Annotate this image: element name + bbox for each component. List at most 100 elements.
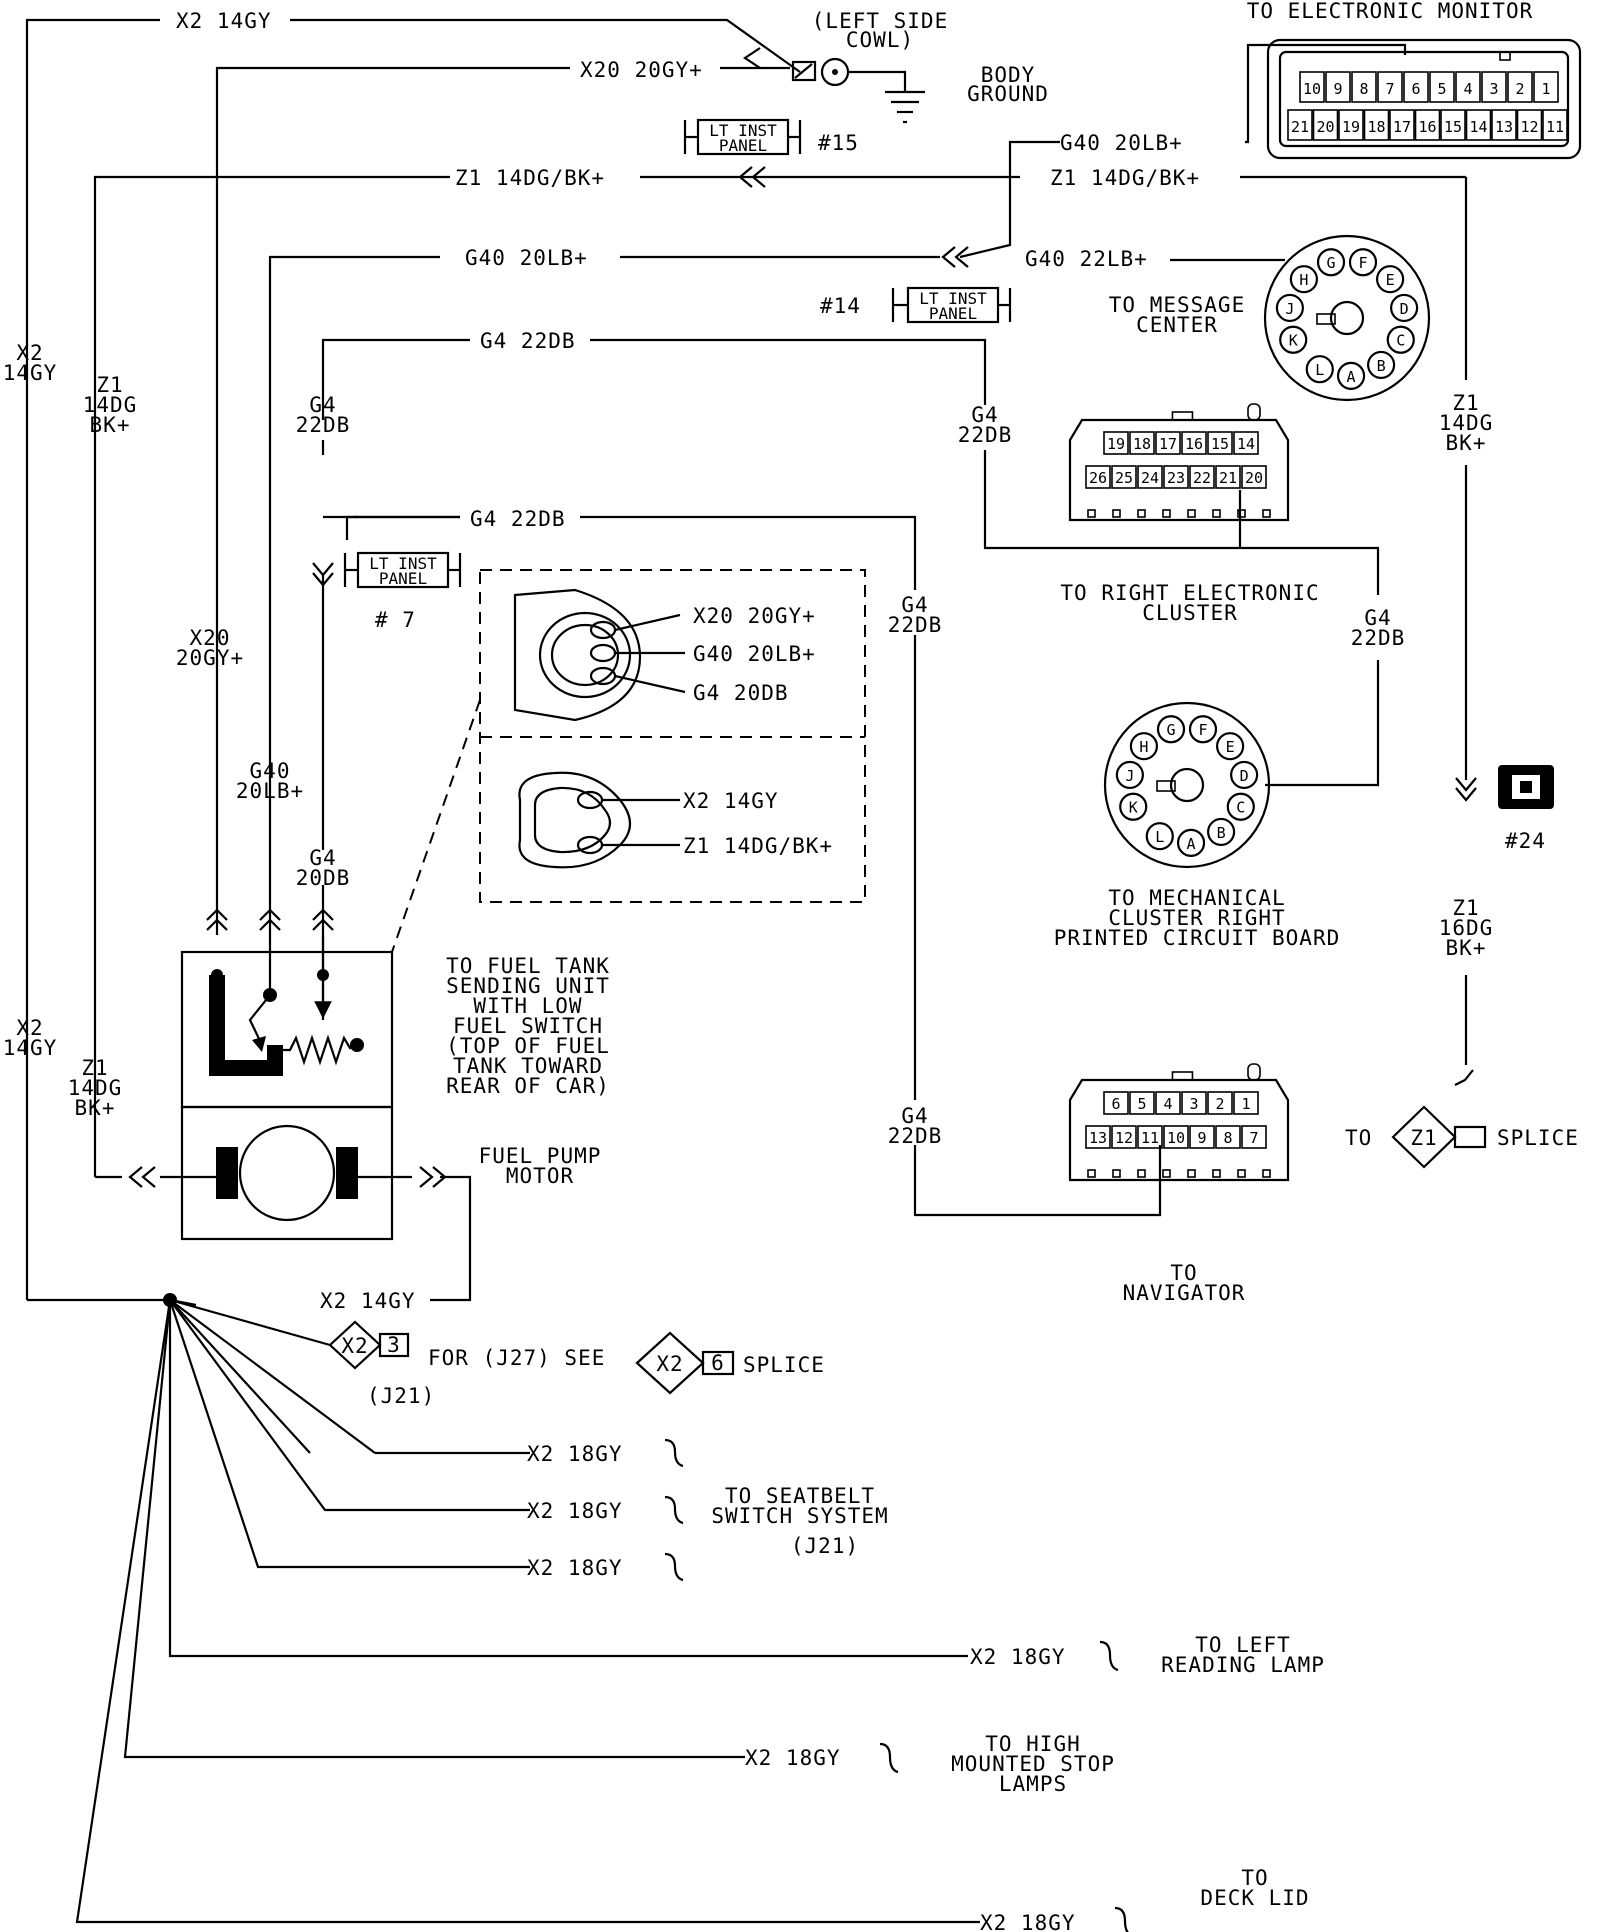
wire-label: X2 18GY	[980, 1911, 1076, 1932]
location-label: COWL)	[846, 28, 914, 52]
component-title: FUEL PUMP	[479, 1144, 602, 1168]
pin-number: 17	[1393, 118, 1411, 136]
pin-number: 19	[1342, 118, 1360, 136]
connector-title: TO LEFT	[1195, 1633, 1291, 1657]
wire-label: G4 22DB	[470, 507, 566, 531]
wire-label: 20GY+	[176, 646, 244, 670]
pin-number: 18	[1133, 435, 1151, 453]
pin-number: 18	[1367, 118, 1385, 136]
pin-number: 6	[1411, 80, 1420, 98]
connector-title: READING LAMP	[1161, 1653, 1325, 1677]
pin-number: 4	[1463, 80, 1472, 98]
pin-number: 8	[1359, 80, 1368, 98]
pin-number: 23	[1167, 469, 1185, 487]
splice-code: X2	[656, 1352, 683, 1376]
panel-24-connector: #24	[1498, 765, 1554, 853]
pin-number: 7	[1249, 1129, 1258, 1147]
connector-title: CLUSTER	[1142, 601, 1238, 625]
wire-label: X2 18GY	[527, 1556, 623, 1580]
splice-number: 6	[711, 1351, 725, 1375]
wire-label: G4	[309, 846, 336, 870]
pin-number: 7	[1385, 80, 1394, 98]
wire-label: G4	[1364, 606, 1391, 630]
wire-label: Z1 14DG/BK+	[683, 834, 833, 858]
connector-title: TO ELECTRONIC MONITOR	[1247, 0, 1534, 23]
pin-letter: L	[1155, 828, 1164, 846]
component-title: REAR OF CAR)	[446, 1074, 610, 1098]
pin-number: 2	[1215, 1095, 1224, 1113]
pin-letter: K	[1289, 332, 1298, 350]
circuit-label: (J21)	[791, 1534, 859, 1558]
pin-letter: G	[1166, 721, 1175, 739]
connector-title: TO	[1241, 1866, 1268, 1890]
wire-label: G4	[971, 403, 998, 427]
pin-letter: B	[1217, 824, 1226, 842]
pin-number: 16	[1418, 118, 1436, 136]
panel-label: PANEL	[719, 136, 767, 155]
location-label: GROUND	[967, 82, 1049, 106]
component-title: FUEL SWITCH	[453, 1014, 603, 1038]
wire-label: 16DG	[1439, 916, 1494, 940]
wire-label: 20DB	[296, 866, 351, 890]
wire-label: G40 20LB+	[465, 246, 588, 270]
wire-label: 14DG	[1439, 411, 1494, 435]
wire-label: X2 14GY	[176, 9, 272, 33]
panel-label: LT INST	[919, 289, 987, 308]
pin-number: 9	[1333, 80, 1342, 98]
pin-number: 16	[1185, 435, 1203, 453]
panel-label: PANEL	[929, 304, 977, 323]
wire-label: Z1	[96, 373, 123, 397]
pin-letter: A	[1347, 368, 1356, 386]
pin-number: 10	[1303, 80, 1321, 98]
connector-title: NAVIGATOR	[1123, 1281, 1246, 1305]
pin-number: 24	[1141, 469, 1159, 487]
pin-number: 8	[1223, 1129, 1232, 1147]
splice-z1: Z1	[1391, 1105, 1487, 1169]
wire-label: G40 22LB+	[1025, 247, 1148, 271]
wire-label: X2	[16, 341, 43, 365]
wire-label: X20 20GY+	[580, 58, 703, 82]
component-title: MOTOR	[506, 1164, 574, 1188]
wire-label: G40 20LB+	[1060, 131, 1183, 155]
wire-label: Z1	[1452, 896, 1479, 920]
wire-label: X2 14GY	[320, 1289, 416, 1313]
pin-letter: K	[1129, 799, 1138, 817]
circuit-label: (J21)	[367, 1384, 435, 1408]
body-ground-terminal	[791, 57, 925, 124]
wire-label: G4 22DB	[480, 329, 576, 353]
pin-number: 12	[1520, 118, 1538, 136]
pin-number: 5	[1137, 1095, 1146, 1113]
wire-label: 22DB	[888, 1124, 943, 1148]
wire-label: BK+	[75, 1096, 116, 1120]
wire-label: X2 18GY	[527, 1499, 623, 1523]
pin-letter: F	[1358, 254, 1367, 272]
pin-letter: J	[1285, 300, 1294, 318]
pin-number: 1	[1241, 1095, 1250, 1113]
fuel-tank-sending-unit	[180, 935, 394, 1241]
connector-title: TO MESSAGE	[1109, 293, 1245, 317]
panel-number: #24	[1505, 829, 1546, 853]
panel-label: LT INST	[709, 121, 777, 140]
pin-number: 21	[1219, 469, 1237, 487]
wire-label: BK+	[90, 413, 131, 437]
label-text: FOR (J27) SEE	[428, 1346, 605, 1370]
wire-label: X2 18GY	[970, 1645, 1066, 1669]
pin-number: 19	[1107, 435, 1125, 453]
pin-number: 13	[1089, 1129, 1107, 1147]
wire-label: Z1 14DG/BK+	[1050, 166, 1200, 190]
pin-number: 22	[1193, 469, 1211, 487]
lt-inst-panel-14: LT INST PANEL #14	[820, 286, 1012, 324]
pin-letter: D	[1400, 300, 1409, 318]
connector-title: DECK LID	[1200, 1886, 1309, 1910]
connector-title: LAMPS	[999, 1772, 1067, 1796]
panel-number: #14	[820, 294, 861, 318]
wire-terminations	[664, 1069, 1474, 1932]
pin-letter: E	[1226, 738, 1235, 756]
pin-number: 6	[1111, 1095, 1120, 1113]
label-text: SPLICE	[743, 1353, 825, 1377]
pin-number: 4	[1163, 1095, 1172, 1113]
